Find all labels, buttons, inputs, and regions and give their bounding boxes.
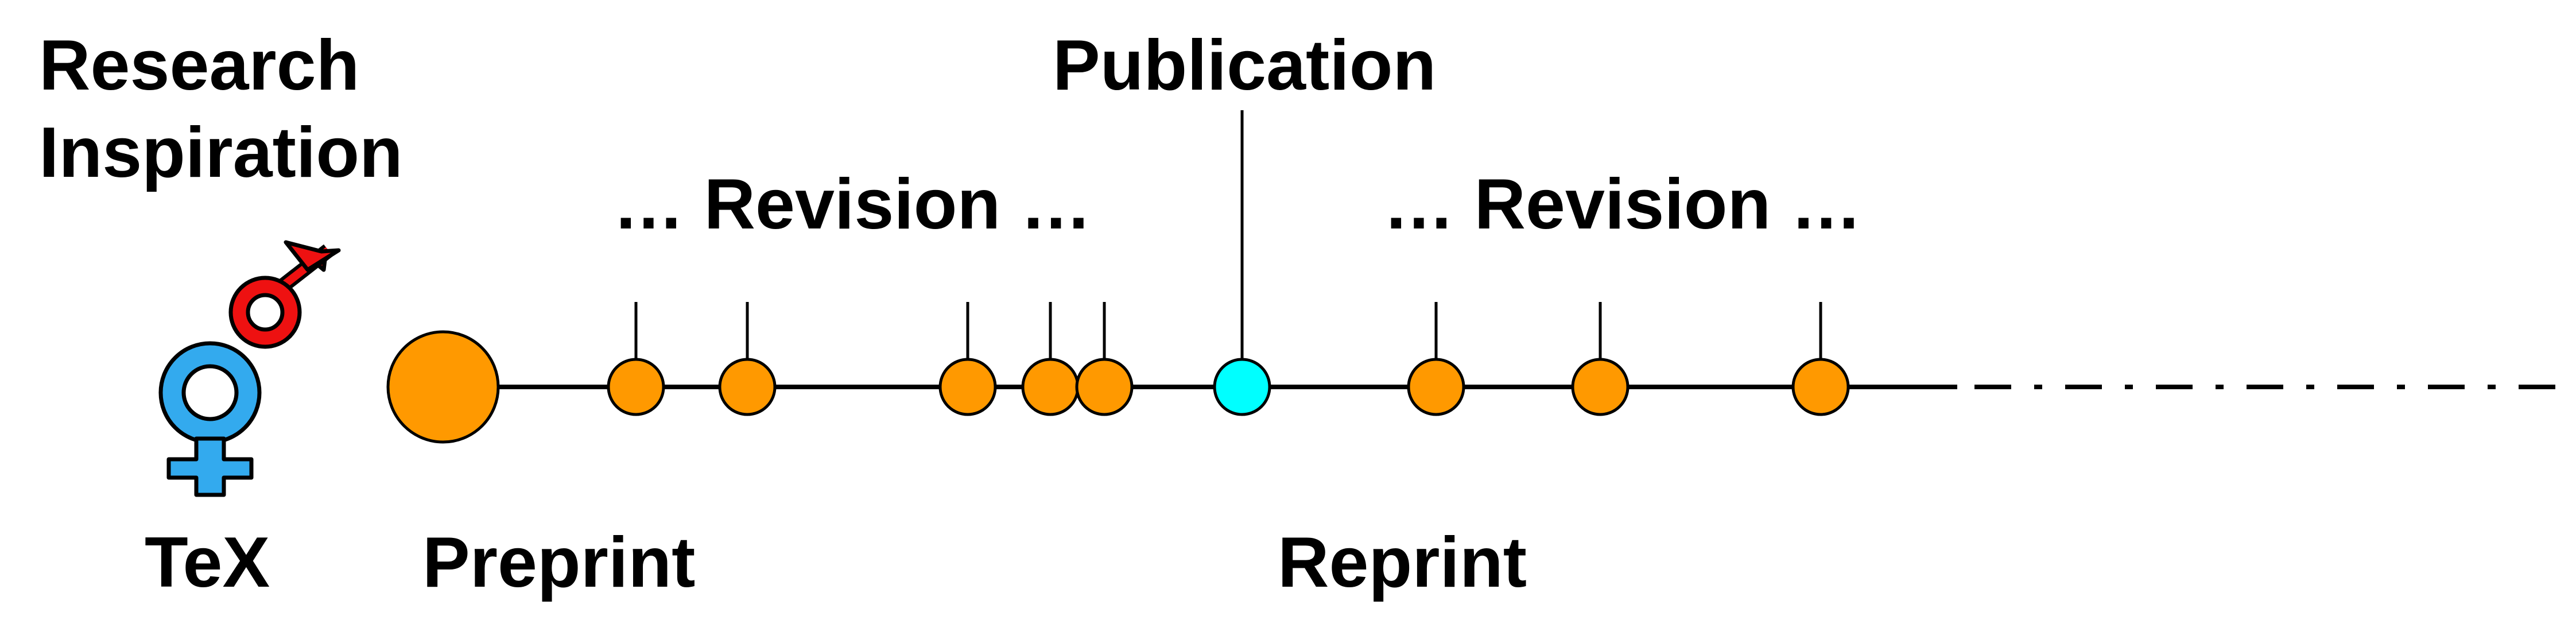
- research-label-line1: Research: [39, 26, 359, 105]
- revision-label-left: … Revision …: [613, 165, 1092, 244]
- revision-node: [938, 358, 997, 416]
- revision-node: [1571, 358, 1630, 416]
- publication-node: [1213, 358, 1271, 416]
- mars-icon: [228, 240, 341, 349]
- revision-label-right: … Revision …: [1383, 165, 1862, 244]
- revision-node: [1791, 358, 1850, 416]
- revision-node: [607, 358, 665, 416]
- revision-node: [1075, 358, 1134, 416]
- publication-label: Publication: [1053, 26, 1436, 105]
- gender-symbols: [158, 240, 341, 497]
- preprint-label: Preprint: [422, 523, 695, 602]
- revision-node: [1021, 358, 1080, 416]
- revision-node: [1407, 358, 1465, 416]
- preprint-node: [386, 330, 500, 444]
- venus-icon: [158, 341, 262, 497]
- reprint-label: Reprint: [1278, 523, 1527, 602]
- revision-nodes: [607, 358, 1850, 416]
- revision-node: [718, 358, 777, 416]
- tex-label: TeX: [145, 523, 270, 602]
- research-label-line2: Inspiration: [39, 113, 403, 192]
- node-stems: [634, 110, 1822, 359]
